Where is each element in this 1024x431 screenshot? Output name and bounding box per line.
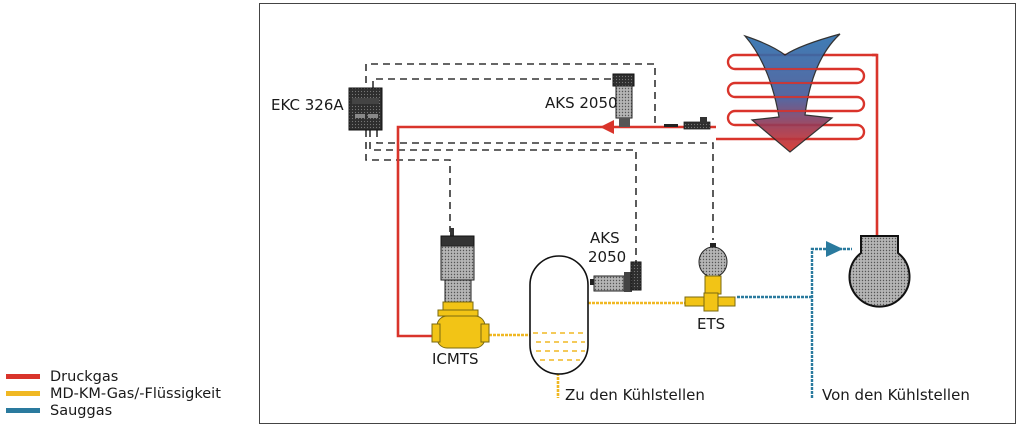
legend-item-md-km: MD-KM-Gas/-Flüssigkeit [6, 385, 221, 402]
check-valve-icon [664, 117, 711, 130]
druckgas-line-compressor-out [872, 53, 879, 238]
legend-label-md-km: MD-KM-Gas/-Flüssigkeit [50, 385, 221, 402]
label-from-consumers: Von den Kühlstellen [822, 386, 970, 404]
suction-flow-arrow-icon [826, 241, 843, 257]
legend-swatch-druckgas [6, 374, 40, 379]
label-ets: ETS [697, 315, 725, 333]
signal-line-top-loop [365, 63, 656, 126]
signal-line-sensor-top [372, 78, 613, 88]
label-aks-line1: AKS [590, 229, 620, 247]
legend-swatch-sauggas [6, 408, 40, 413]
legend-swatch-md-km [6, 391, 40, 396]
aks-2050-receiver-sensor-icon [590, 261, 642, 292]
aks-2050-top-sensor-icon [612, 73, 635, 127]
receiver-vessel [529, 255, 589, 375]
sauggas-line-main [810, 247, 852, 398]
diagram-frame [259, 3, 1016, 424]
signal-line-aks-receiver [369, 130, 637, 262]
ets-valve-icon [684, 243, 736, 312]
signal-lines [365, 63, 714, 262]
sauggas-lines [737, 247, 852, 398]
label-ekc-326a: EKC 326A [271, 96, 344, 114]
druckgas-line-liquid-return [396, 125, 716, 338]
legend-item-sauggas: Sauggas [6, 402, 221, 419]
legend-label-sauggas: Sauggas [50, 402, 113, 419]
legend-label-druckgas: Druckgas [50, 368, 119, 385]
icmts-valve-icon [431, 228, 490, 349]
legend-item-druckgas: Druckgas [6, 368, 221, 385]
label-aks-2050-top: AKS 2050 [545, 94, 618, 112]
label-to-consumers: Zu den Kühlstellen [565, 386, 705, 404]
label-aks-line2: 2050 [588, 248, 626, 266]
signal-line-ets [376, 130, 714, 240]
compressor-icon [848, 235, 911, 308]
condenser-coil-overlay [740, 68, 857, 112]
signal-line-icmts [365, 130, 451, 232]
legend: Druckgas MD-KM-Gas/-Flüssigkeit Sauggas [6, 368, 221, 419]
ekc-326a-controller-icon [348, 87, 383, 131]
fluid-lines [485, 301, 685, 398]
airflow-arrow-icon [743, 33, 841, 153]
label-icmts: ICMTS [432, 350, 479, 368]
flow-direction-arrow-icon [600, 120, 614, 134]
